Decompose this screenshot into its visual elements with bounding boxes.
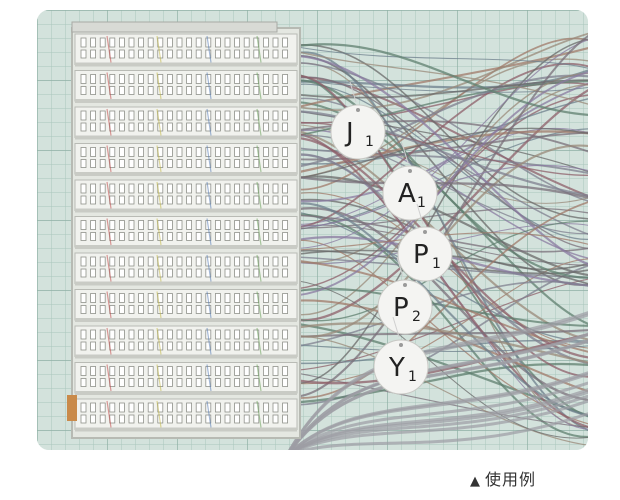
tag-letter: Y [388,353,405,383]
tag-subscript: 1 [417,195,426,211]
tag-letter: P [413,240,429,270]
caption-text: 使用例 [485,470,537,489]
triangle-up-icon: ▲ [470,474,481,489]
tag-letter: J [344,118,354,148]
tag-subscript: 1 [432,256,441,272]
tag-letter: A [398,179,416,209]
tag-subscript: 2 [412,309,421,325]
tag-letter: P [393,293,409,323]
tag-subscript: 1 [365,134,374,150]
tag-subscript: 1 [408,369,417,385]
terminal-block [67,21,301,439]
caption: ▲ 使用例 [470,466,536,490]
